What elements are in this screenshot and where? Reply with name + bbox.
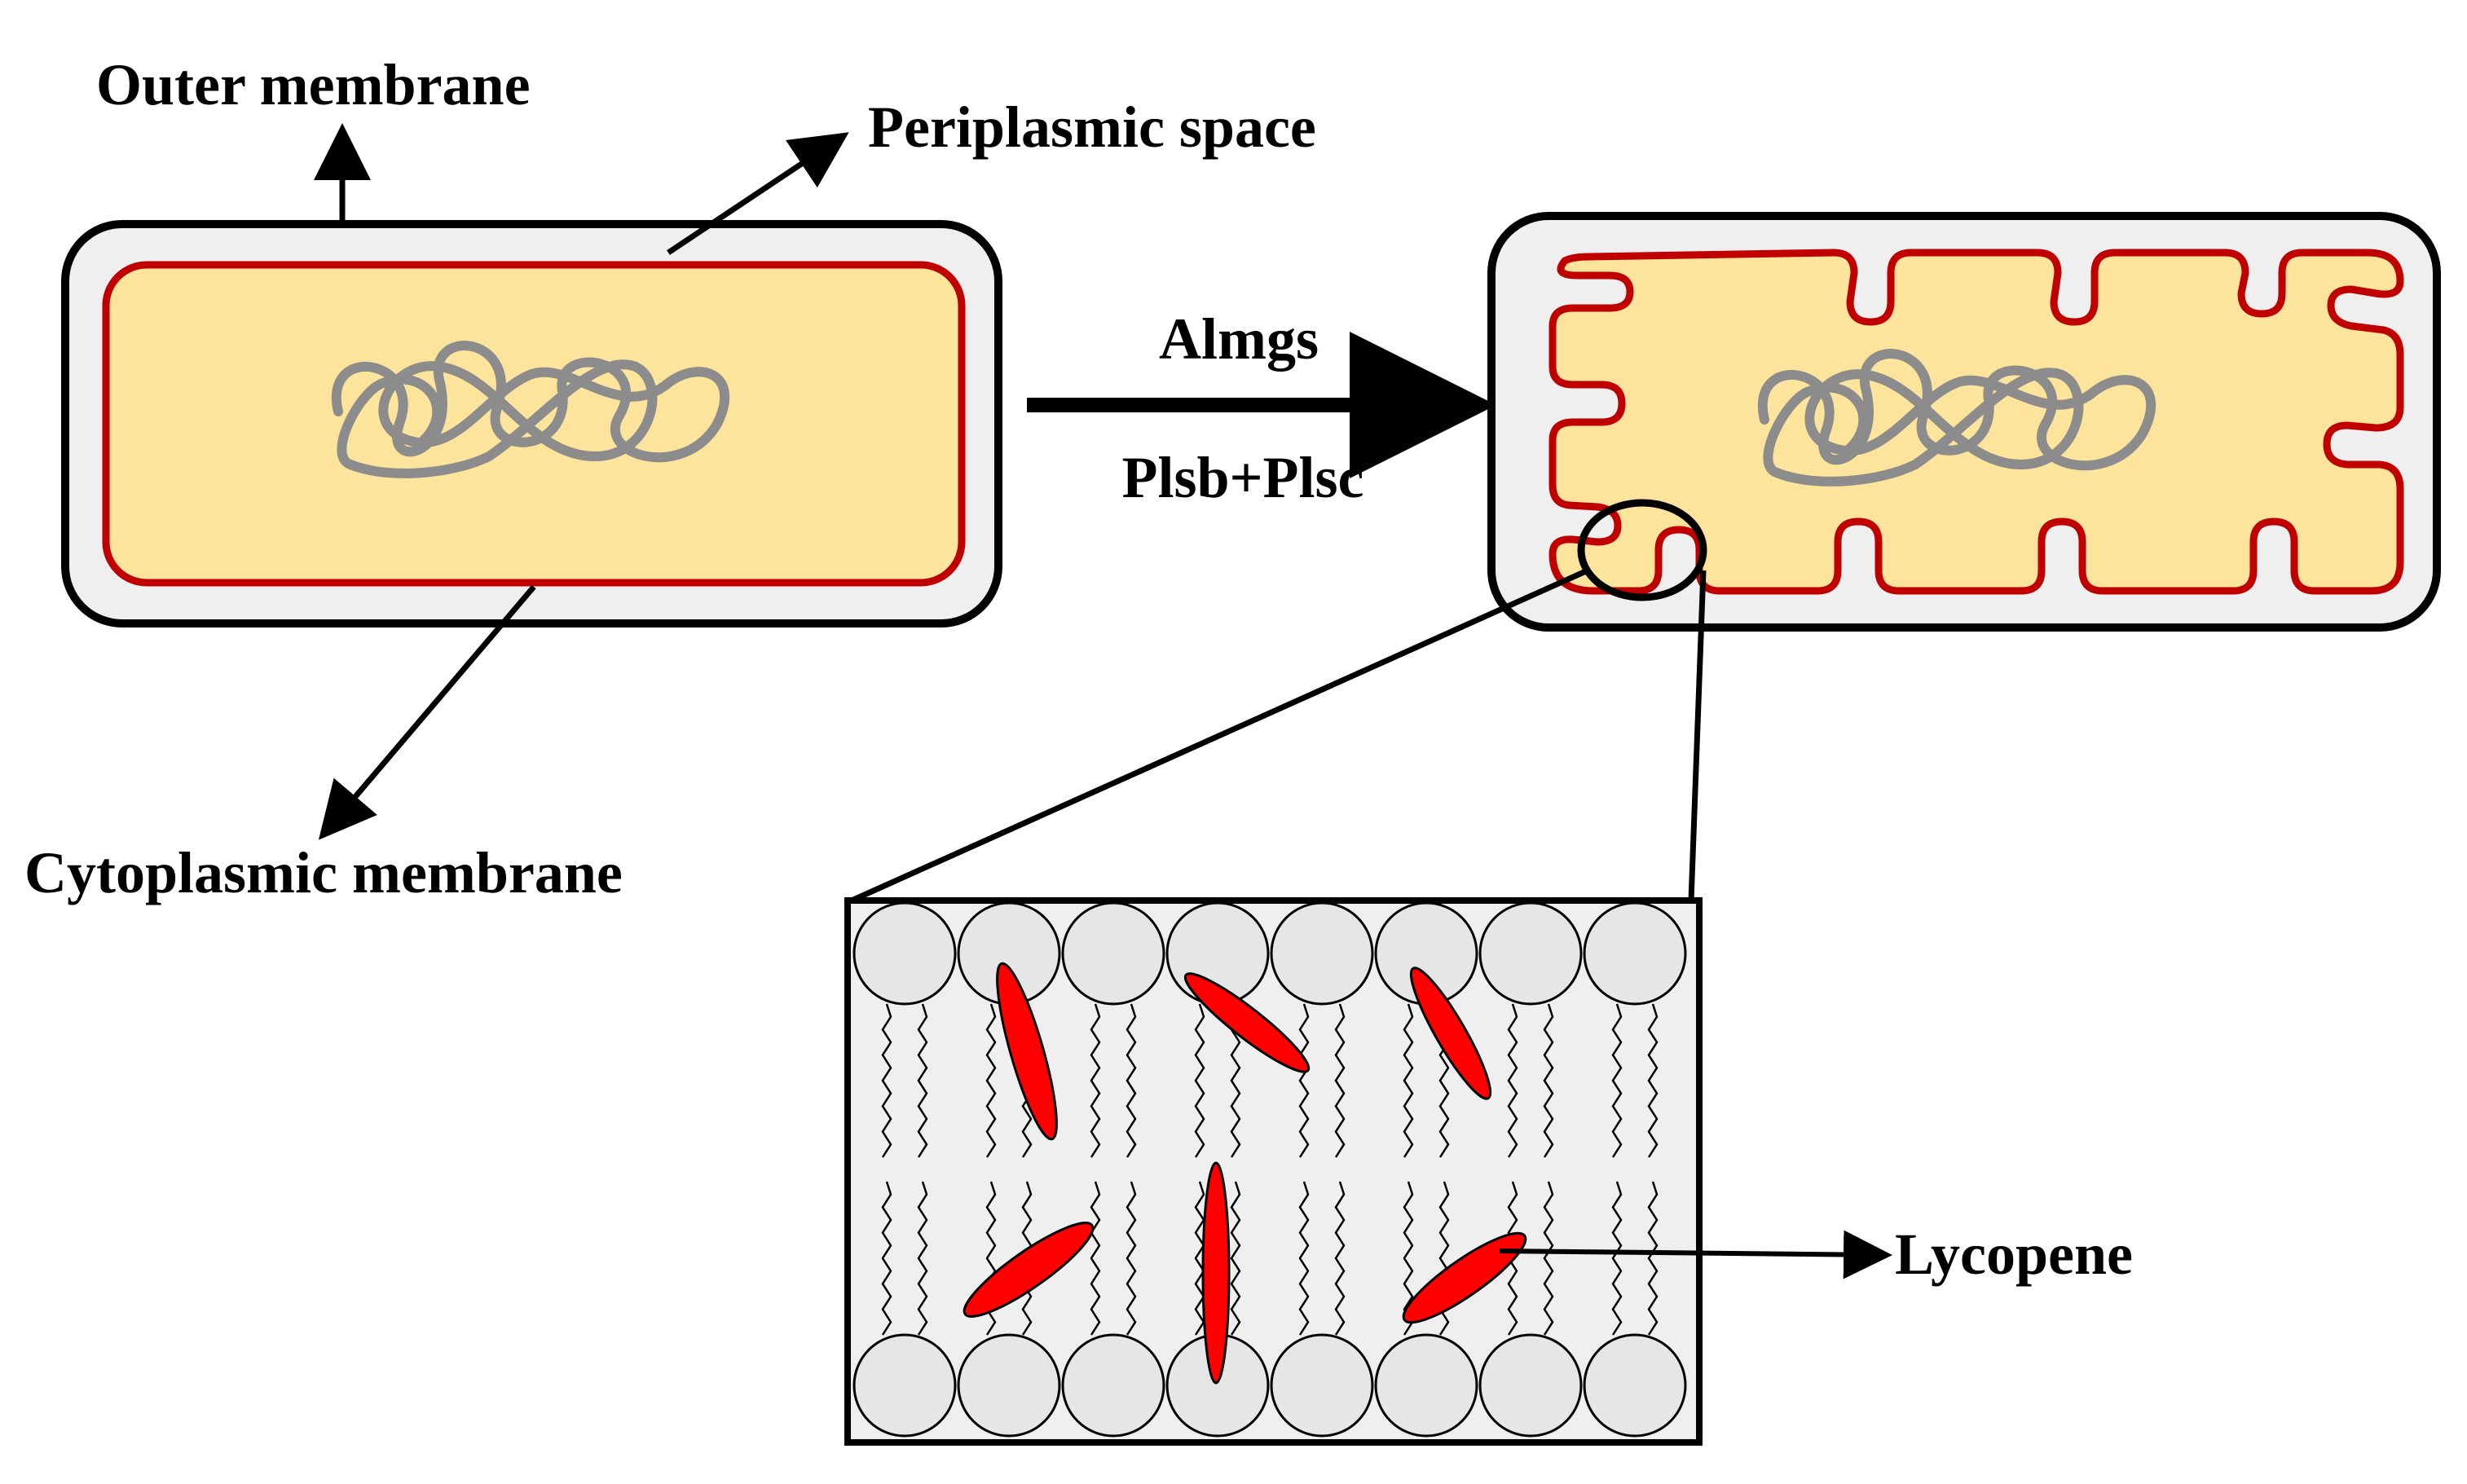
folded-cytoplasmic-membrane [1548, 249, 2404, 595]
lipid-tail [1543, 1003, 1554, 1158]
lipid-head [1374, 1333, 1478, 1438]
lycopene-group [963, 962, 1527, 1385]
periplasmic-space-label: Periplasmic space [868, 95, 1316, 160]
lycopene-ellipse-icon [963, 1222, 1095, 1318]
lipid-tail [1090, 1181, 1101, 1336]
lipid-tail [1507, 1003, 1518, 1158]
lipid-head [1270, 901, 1374, 1006]
lipid-bilayer-inset [844, 897, 1703, 1446]
lipid-head [1270, 1333, 1374, 1438]
lipid-tail [1611, 1181, 1623, 1336]
lipid-tail [1230, 1181, 1241, 1336]
lipid-head [1478, 901, 1583, 1006]
lipid-head [1583, 1333, 1687, 1438]
lipid-tail [1403, 1003, 1414, 1158]
lycopene-ellipse-icon [1409, 967, 1492, 1100]
lipid-tail [1298, 1181, 1310, 1336]
lycopene-ellipse-icon [1183, 972, 1311, 1073]
lipid-tail [1334, 1181, 1346, 1336]
zoom-circle [1577, 499, 1707, 601]
lipid-tail [1194, 1181, 1205, 1336]
lipid-tail [1647, 1181, 1659, 1336]
lipid-tail [1334, 1003, 1346, 1158]
lycopene-ellipse-icon [1402, 1231, 1527, 1324]
normal-cell [61, 220, 1002, 628]
lipid-tail [1090, 1003, 1101, 1158]
lipid-tail [1647, 1003, 1659, 1158]
lycopene-label: Lycopene [1895, 1222, 2133, 1287]
lipid-head [852, 1333, 957, 1438]
lycopene-ellipse-icon [1201, 1161, 1231, 1385]
periplasmic-space-arrow [667, 132, 849, 255]
lipid-tail [1126, 1181, 1137, 1336]
cytoplasmic-membrane-label: Cytoplasmic membrane [24, 840, 623, 905]
zoom-line-right [1688, 570, 1707, 901]
enzyme-top-label: Almgs [1159, 306, 1319, 372]
lipid-tail [1298, 1003, 1310, 1158]
lipid-tail [881, 1181, 892, 1336]
lipid-head [1478, 1333, 1583, 1438]
dna-coil-icon [1757, 349, 2156, 487]
dna-coil-icon [331, 341, 730, 478]
lipid-head [1583, 901, 1687, 1006]
lipid-tail [1126, 1003, 1137, 1158]
lipid-tail [917, 1181, 928, 1336]
lycopene-arrow [1499, 1230, 1892, 1279]
lycopene-ellipse-icon [996, 962, 1058, 1141]
lipid-tail [985, 1003, 997, 1158]
lipid-head [1061, 1333, 1165, 1438]
lipid-tail [1543, 1181, 1554, 1336]
zoom-line-left [850, 567, 1589, 904]
lipid-tail [1194, 1003, 1205, 1158]
lipid-tail [1611, 1003, 1623, 1158]
cytoplasmic-membrane-arrow [318, 584, 536, 840]
outer-membrane-label: Outer membrane [96, 52, 531, 117]
lipid-head [957, 1333, 1061, 1438]
enzyme-bottom-label: Plsb+Plsc [1121, 445, 1363, 510]
lipid-tail [881, 1003, 892, 1158]
lipid-head [1061, 901, 1165, 1006]
engineered-cell [1487, 212, 2441, 632]
lipid-head [852, 901, 957, 1006]
lipid-tail [1403, 1181, 1414, 1336]
lipid-tail [917, 1003, 928, 1158]
phospholipid-icon-group [852, 901, 1687, 1438]
